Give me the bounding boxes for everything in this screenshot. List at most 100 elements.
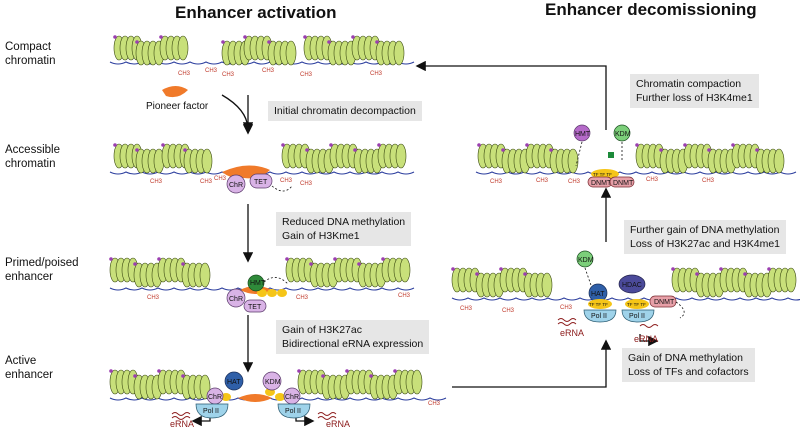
histone-mark — [109, 369, 113, 373]
nucleosome — [451, 267, 481, 293]
chr-protein-primed — [226, 288, 246, 308]
note-further-gain: Further gain of DNA methylation Loss of … — [624, 220, 787, 254]
dnmt-label-top-1: DNMT — [591, 180, 612, 187]
histone-mark — [731, 143, 735, 147]
histone-mark — [743, 272, 747, 276]
histone-mark — [157, 369, 161, 373]
hat-protein — [224, 371, 244, 391]
stage-primed: Primed/poised enhancer — [5, 257, 79, 283]
nucleosome — [161, 143, 191, 169]
nucleosome — [369, 374, 399, 400]
nucleosome — [525, 143, 555, 169]
ch3-label: CH3 — [205, 68, 218, 74]
kdm-protein — [262, 371, 282, 391]
nucleosome — [549, 148, 579, 174]
ch3-label: CH3 — [300, 181, 313, 187]
pol2-mid-left-label: Pol II — [591, 313, 607, 320]
nucleosome — [327, 40, 357, 66]
ch3-label: CH3 — [702, 178, 715, 184]
histone-mark — [221, 40, 225, 44]
nucleosome — [181, 262, 211, 288]
pol2-right — [277, 403, 311, 419]
histone-mark — [303, 35, 307, 39]
histone-mark — [549, 148, 553, 152]
histone-mark — [181, 262, 185, 266]
ch3-label: CH3 — [214, 176, 227, 182]
histone-mark — [297, 369, 301, 373]
nucleosome — [707, 148, 737, 174]
chr-label-active-left: ChR — [208, 394, 222, 401]
histone-mark — [109, 257, 113, 261]
chr-label-primed: ChR — [229, 296, 243, 303]
ch3-label: CH3 — [296, 295, 309, 301]
nucleosome — [501, 148, 531, 174]
dnmt-protein-top-2 — [609, 176, 635, 188]
erna-label-mid-left: eRNA — [560, 328, 584, 338]
erna-label-mid-right: eRNA — [634, 334, 658, 344]
histone-mark — [135, 148, 139, 152]
histone-mark — [523, 272, 527, 276]
nucleosome — [297, 369, 327, 395]
ch3-label: CH3 — [147, 295, 160, 301]
histone-mark — [157, 257, 161, 261]
histone-mark — [135, 40, 139, 44]
nucleosome — [357, 262, 387, 288]
ch3-label: CH3 — [280, 178, 293, 184]
nucleosome — [321, 374, 351, 400]
histone-mark — [451, 267, 455, 271]
histone-mark — [353, 148, 357, 152]
erna-squiggle-right — [317, 412, 337, 420]
nucleosome — [731, 143, 761, 169]
ch3-label: CH3 — [370, 71, 383, 77]
hmt-label-top: HMT — [575, 131, 591, 138]
nucleosome — [109, 257, 139, 283]
nucleosome — [333, 257, 363, 283]
histone-mark — [499, 267, 503, 271]
histone-mark — [321, 374, 325, 378]
tet-protein — [249, 173, 273, 189]
ch3-label: CH3 — [150, 179, 163, 185]
histone-mark — [707, 148, 711, 152]
kdm-label-top: KDM — [615, 131, 631, 138]
histone-mark — [767, 267, 771, 271]
nucleosome — [659, 148, 689, 174]
histone-mark — [525, 143, 529, 147]
nucleosome — [281, 143, 311, 169]
histone-mark — [181, 374, 185, 378]
stage-accessible: Accessible chromatin — [5, 144, 60, 170]
accessible-complex: ChR TET — [222, 165, 293, 194]
histone-mark — [351, 35, 355, 39]
arrow-back-to-compact — [415, 60, 607, 130]
primed-complex: HMT ChR TET — [226, 274, 289, 313]
decom-tss-arrow — [639, 334, 659, 347]
histone-mark — [267, 40, 271, 44]
nucleosome — [329, 143, 359, 169]
histone-mark — [369, 374, 373, 378]
pol2-left — [195, 403, 229, 419]
histone-mark — [501, 148, 505, 152]
ch3-label: CH3 — [200, 179, 213, 185]
nucleosome — [477, 143, 507, 169]
ch3-label: CH3 — [536, 178, 549, 184]
dnmt-label-mid: DNMT — [654, 299, 675, 306]
nucleosome — [635, 143, 665, 169]
note-gain-h3k27ac: Gain of H3K27ac Bidirectional eRNA expre… — [276, 320, 430, 354]
pol2-mid-right-label: Pol II — [629, 313, 645, 320]
hdac-protein — [618, 274, 646, 294]
histone-mark — [159, 35, 163, 39]
hmt-protein — [247, 274, 265, 292]
histone-mark — [333, 257, 337, 261]
histone-mark — [375, 40, 379, 44]
histone-mark — [161, 143, 165, 147]
histone-mark — [659, 148, 663, 152]
nucleosome — [157, 369, 187, 395]
histone-mark — [113, 35, 117, 39]
erna-squiggle-mid-left — [557, 318, 577, 326]
ch3-label: CH3 — [502, 308, 515, 314]
decom-top-complex: HMT KDM TF TF TF DNMT DNMT — [573, 124, 635, 188]
ch3-label: CH3 — [178, 71, 191, 77]
pioneer-factor-label: Pioneer factor — [146, 101, 209, 112]
histone-mark — [477, 143, 481, 147]
